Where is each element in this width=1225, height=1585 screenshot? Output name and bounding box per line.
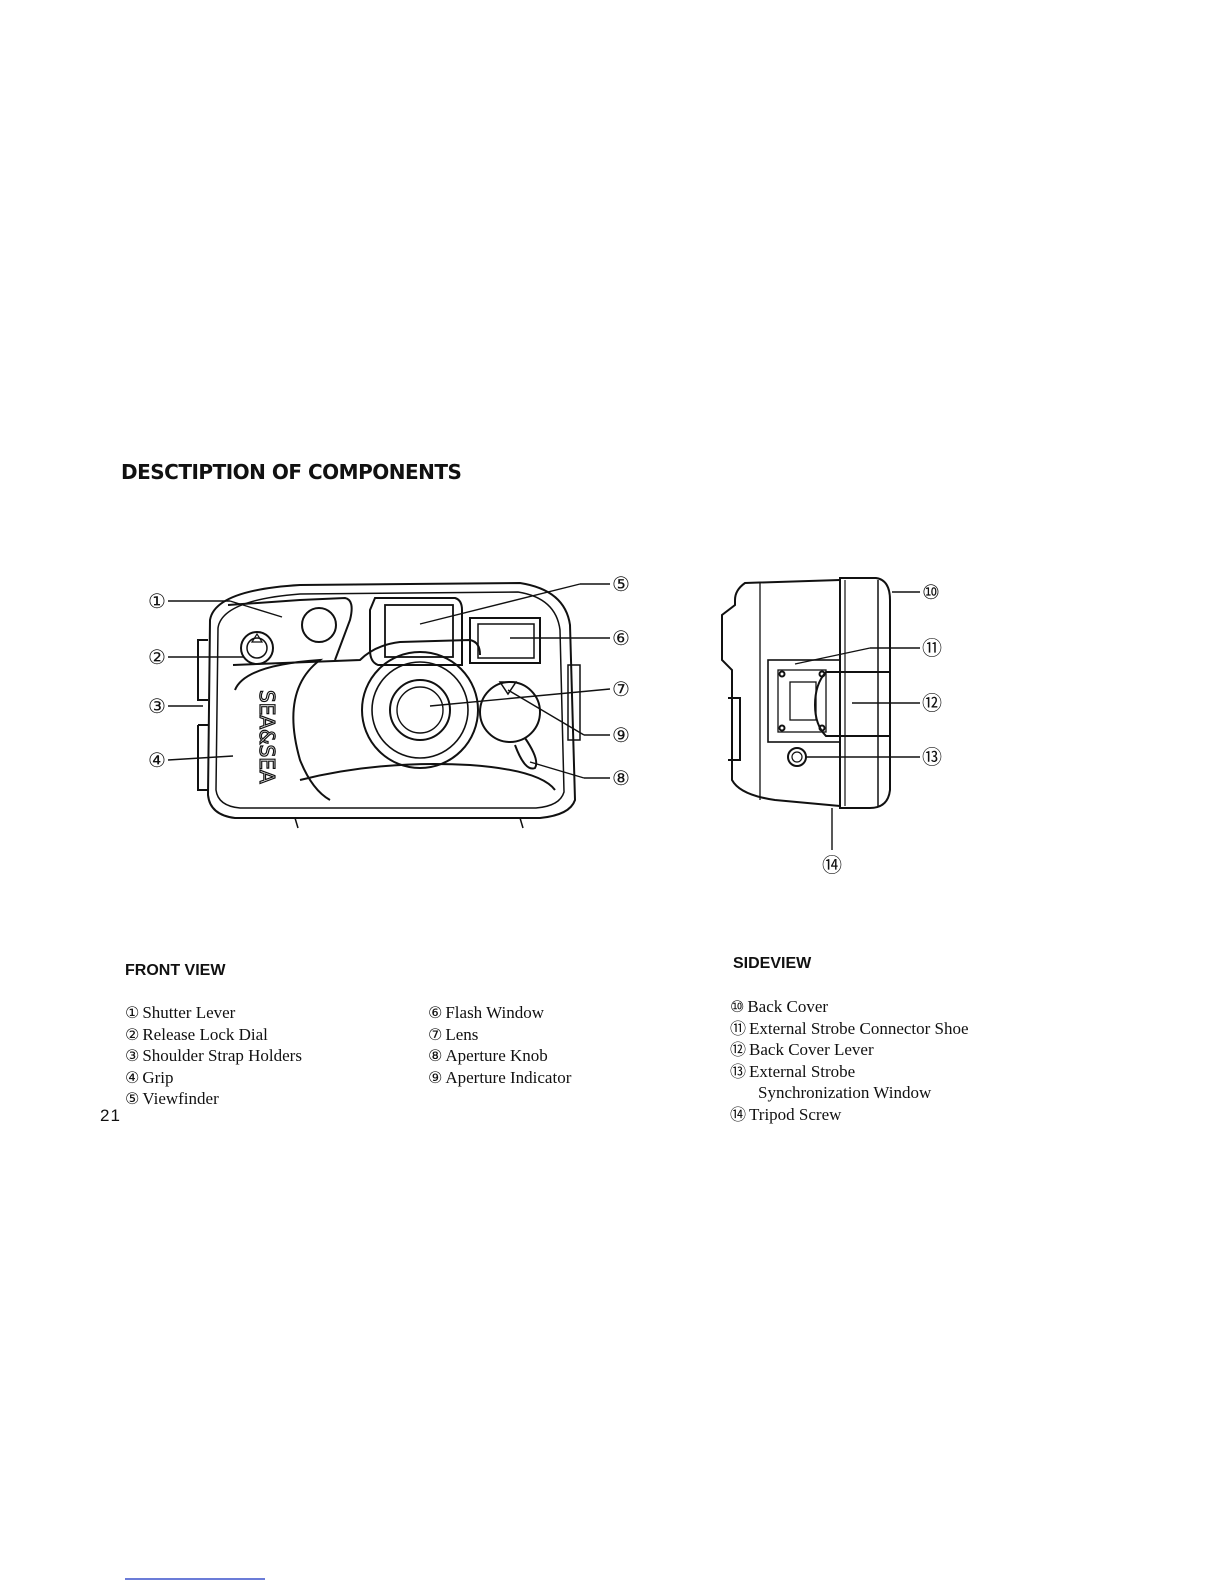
page-title: DESCTIPTION OF COMPONENTS (121, 460, 462, 484)
callout-6: ⑥ (612, 626, 630, 650)
callout-9: ⑨ (612, 723, 630, 747)
side-view-diagram: ⑩ ⑪ ⑫ ⑬ ⑭ (721, 577, 942, 877)
callout-7: ⑦ (612, 677, 630, 701)
callout-14: ⑭ (822, 853, 842, 877)
callout-10: ⑩ (922, 580, 940, 604)
callout-2: ② (148, 645, 166, 669)
legend-item-continuation: Synchronization Window (758, 1083, 932, 1102)
front-view-diagram: SEA&SEA ① ② ③ ④ ⑤ ⑥ ⑦ ⑧ ⑨ (148, 572, 630, 829)
callout-11: ⑪ (922, 636, 942, 660)
brand-text: SEA&SEA (255, 690, 279, 784)
page-number: 21 (100, 1106, 121, 1125)
callout-12: ⑫ (922, 691, 942, 715)
callout-8: ⑧ (612, 766, 630, 790)
callout-5: ⑤ (612, 572, 630, 596)
callout-1: ① (148, 589, 166, 613)
side-view-heading: SIDEVIEW (733, 955, 812, 972)
footer-rule (125, 1578, 265, 1580)
callout-4: ④ (148, 748, 166, 772)
callout-13: ⑬ (922, 745, 942, 769)
front-view-heading: FRONT VIEW (125, 962, 226, 979)
callout-3: ③ (148, 694, 166, 718)
